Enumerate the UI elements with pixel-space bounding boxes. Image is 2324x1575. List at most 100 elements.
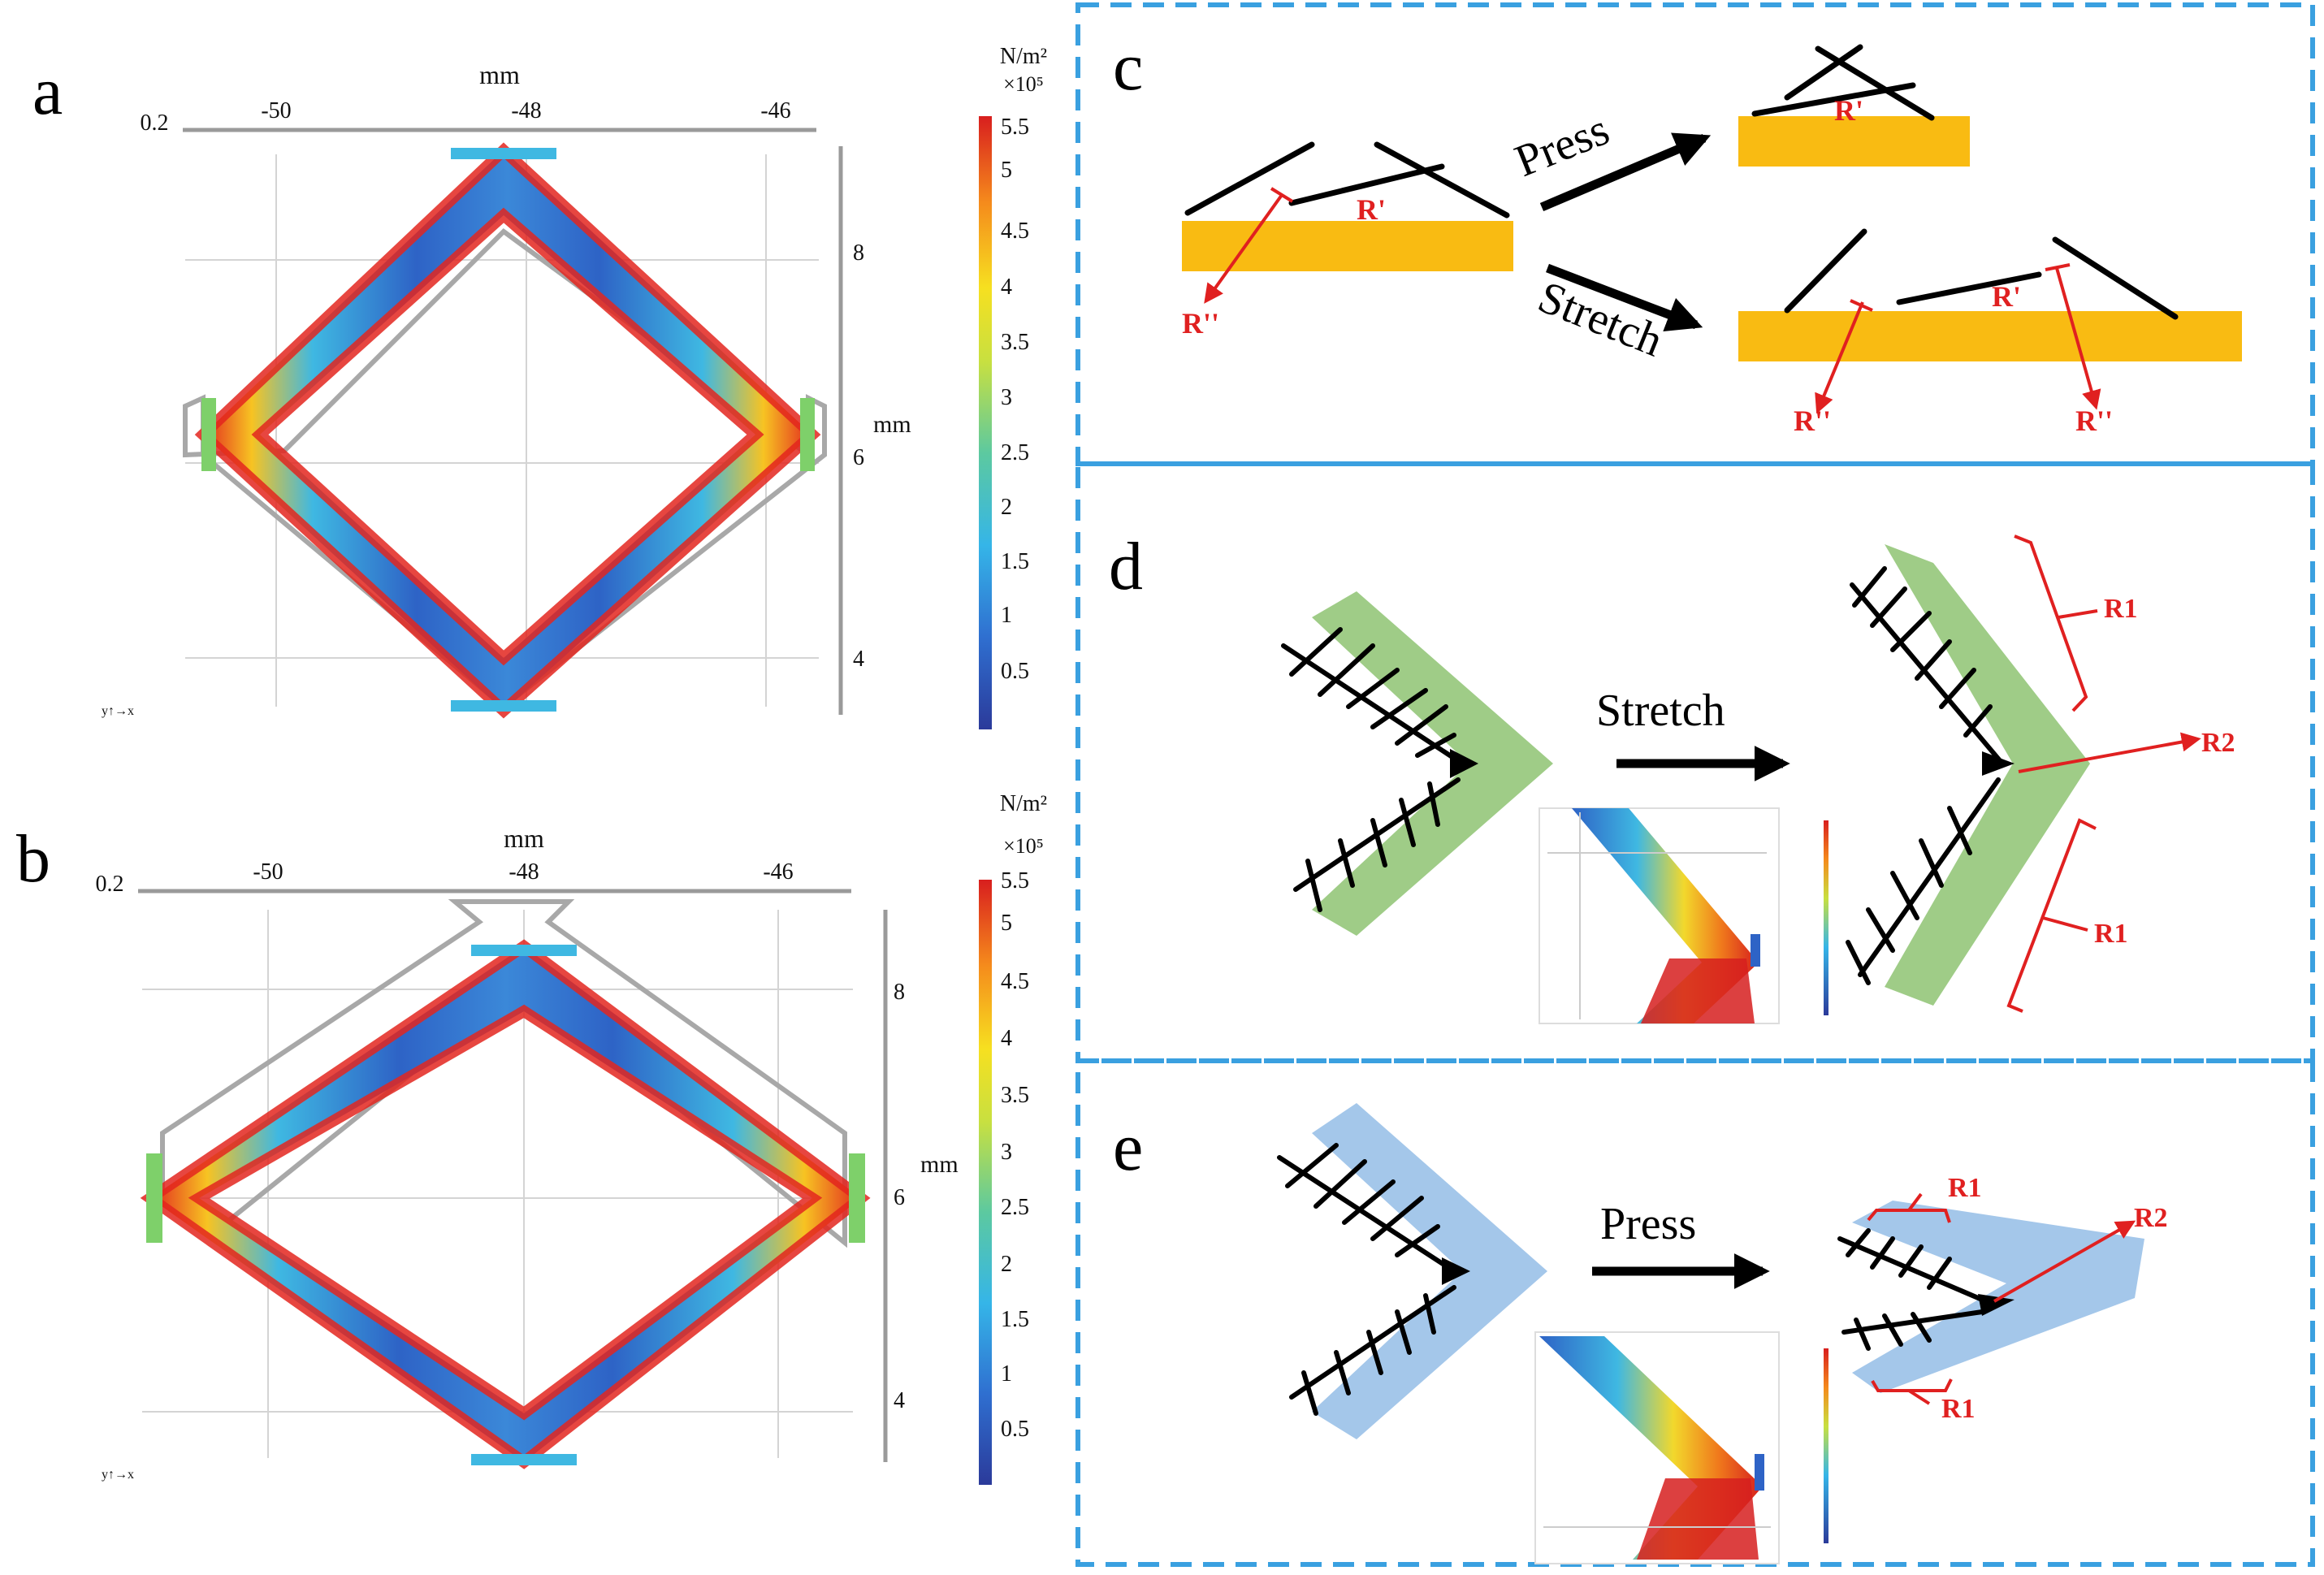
panel-b-z-label: 0.2	[96, 872, 124, 897]
colorbar-tick: 1.5	[1001, 1307, 1029, 1332]
crack-strokes	[1281, 627, 1465, 912]
panel-b-x-tick: -48	[509, 859, 539, 885]
r2-label: R2	[2201, 728, 2235, 758]
colorbar-tick: 2	[1001, 1252, 1012, 1277]
panel-a-grid	[185, 154, 819, 707]
panel-a-x-tick: -50	[261, 98, 291, 123]
substrate	[1738, 116, 1970, 167]
panel-b-y-unit: mm	[920, 1151, 959, 1178]
panel-d-letter: d	[1109, 529, 1143, 604]
panel-a-axis-triad: y↑→x	[102, 704, 134, 718]
colorbar-tick: 4.5	[1001, 969, 1029, 994]
colorbar-tick: 3.5	[1001, 1083, 1029, 1108]
panel-a-letter: a	[32, 54, 63, 129]
panel-b-x-tick: -46	[763, 859, 793, 885]
panel-d: d Stretch	[1109, 529, 2235, 1024]
colorbar-tick: 5	[1001, 911, 1012, 936]
r-prime-label: R'	[1834, 94, 1863, 127]
colorbar-tick: 3.5	[1001, 330, 1029, 355]
panel-e-letter: e	[1113, 1110, 1143, 1185]
panel-a-y-unit: mm	[873, 411, 911, 438]
colorbar-tick: 5.5	[1001, 868, 1029, 894]
panel-a-z-label: 0.2	[141, 110, 169, 136]
r1-label: R1	[1941, 1394, 1976, 1424]
panel-b-y-tick: 4	[894, 1388, 905, 1413]
colorbar-tick: 4	[1001, 275, 1012, 300]
colorbar-tick: 1	[1001, 603, 1012, 628]
green-chevron	[1312, 591, 1553, 936]
green-chevron	[1885, 544, 2090, 1006]
panel-b-colorbar-scale: ×10⁵	[1003, 834, 1044, 858]
tip-marker	[1982, 751, 2015, 776]
fibers	[1751, 44, 1935, 121]
fibers	[1784, 228, 2179, 320]
panel-b-x-tick: -50	[253, 859, 283, 885]
r-double-label: R''	[1794, 405, 1831, 437]
panel-a-x-unit: mm	[479, 60, 520, 89]
fibers	[1184, 141, 1510, 219]
panel-b-colorbar-unit: N/m²	[1000, 791, 1047, 816]
r-double-label: R''	[2075, 405, 2113, 437]
colorbar-tick: 5	[1001, 158, 1012, 183]
r-brackets	[1867, 1192, 2136, 1405]
panel-b-x-unit: mm	[504, 824, 544, 853]
tip-marker	[1442, 1257, 1470, 1285]
panel-a-y-tick: 6	[853, 445, 864, 470]
panel-e: e Press	[1113, 1103, 2168, 1564]
blue-chevron	[1852, 1201, 2144, 1393]
colorbar-tick: 2.5	[1001, 440, 1029, 465]
colorbar-tick: 0.5	[1001, 659, 1029, 684]
panel-a-colorbar	[979, 116, 992, 729]
panel-c: c R'' R' Press R' Stretch	[1113, 29, 2242, 437]
panel-a-colorbar-scale: ×10⁵	[1003, 72, 1044, 96]
tip-marker	[1450, 749, 1478, 778]
r1-label: R1	[1948, 1173, 1982, 1203]
crack-strokes	[1277, 1143, 1456, 1416]
panel-b-colorbar	[979, 880, 992, 1485]
panel-a-colorbar-ticks: 5.5 5 4.5 4 3.5 3 2.5 2 1.5 1 0.5	[1001, 115, 1029, 684]
colorbar-tick: 3	[1001, 385, 1012, 410]
panel-b-letter: b	[16, 821, 50, 897]
panel-b: b mm 0.2 -50 -48 -46 8 6 4 mm	[16, 791, 1047, 1485]
crack-strokes	[1837, 1228, 1984, 1351]
r-double-arrows	[1815, 263, 2101, 414]
press-label: Press	[1508, 104, 1616, 187]
stretch-arrow	[1546, 263, 1703, 331]
panel-a-colorbar-unit: N/m²	[1000, 44, 1047, 69]
panel-a-stress-frame	[194, 142, 821, 719]
panel-a-x-tick: -46	[760, 98, 790, 123]
r1-label: R1	[2094, 919, 2128, 949]
colorbar-tick: 1	[1001, 1361, 1012, 1387]
colorbar-tick: 4.5	[1001, 219, 1029, 244]
r-double-label: R''	[1182, 307, 1219, 340]
panel-b-axis-triad: y↑→x	[102, 1468, 134, 1482]
panel-b-stress-frame	[140, 939, 871, 1469]
colorbar-tick: 2	[1001, 495, 1012, 520]
panel-a-x-tick: -48	[511, 98, 541, 123]
colorbar-tick: 2.5	[1001, 1195, 1029, 1220]
panel-a-y-tick: 8	[853, 240, 864, 266]
substrate	[1738, 311, 2242, 361]
colorbar-tick: 0.5	[1001, 1417, 1029, 1442]
panel-b-y-tick: 8	[894, 980, 905, 1005]
r-prime-label: R'	[1992, 280, 2021, 313]
colorbar-tick: 5.5	[1001, 115, 1029, 140]
colorbar-tick: 4	[1001, 1026, 1012, 1051]
panel-a: a mm 0.2 -50 -48 -46 8 6 4 mm	[32, 44, 1047, 729]
panel-a-y-tick: 4	[853, 647, 864, 672]
r-prime-label: R'	[1357, 193, 1386, 226]
crack-strokes	[1846, 566, 2005, 985]
inset-simulation	[1534, 1331, 1828, 1564]
colorbar-tick: 3	[1001, 1140, 1012, 1165]
substrate	[1182, 221, 1513, 271]
press-label: Press	[1600, 1199, 1696, 1249]
blue-chevron	[1312, 1103, 1547, 1439]
tip-marker	[1978, 1294, 2015, 1316]
stretch-label: Stretch	[1596, 686, 1725, 736]
r2-label: R2	[2134, 1203, 2168, 1233]
panel-c-letter: c	[1113, 29, 1143, 105]
panel-b-y-tick: 6	[894, 1185, 905, 1210]
r-brackets	[2006, 534, 2201, 1013]
inset-simulation	[1539, 807, 1828, 1024]
